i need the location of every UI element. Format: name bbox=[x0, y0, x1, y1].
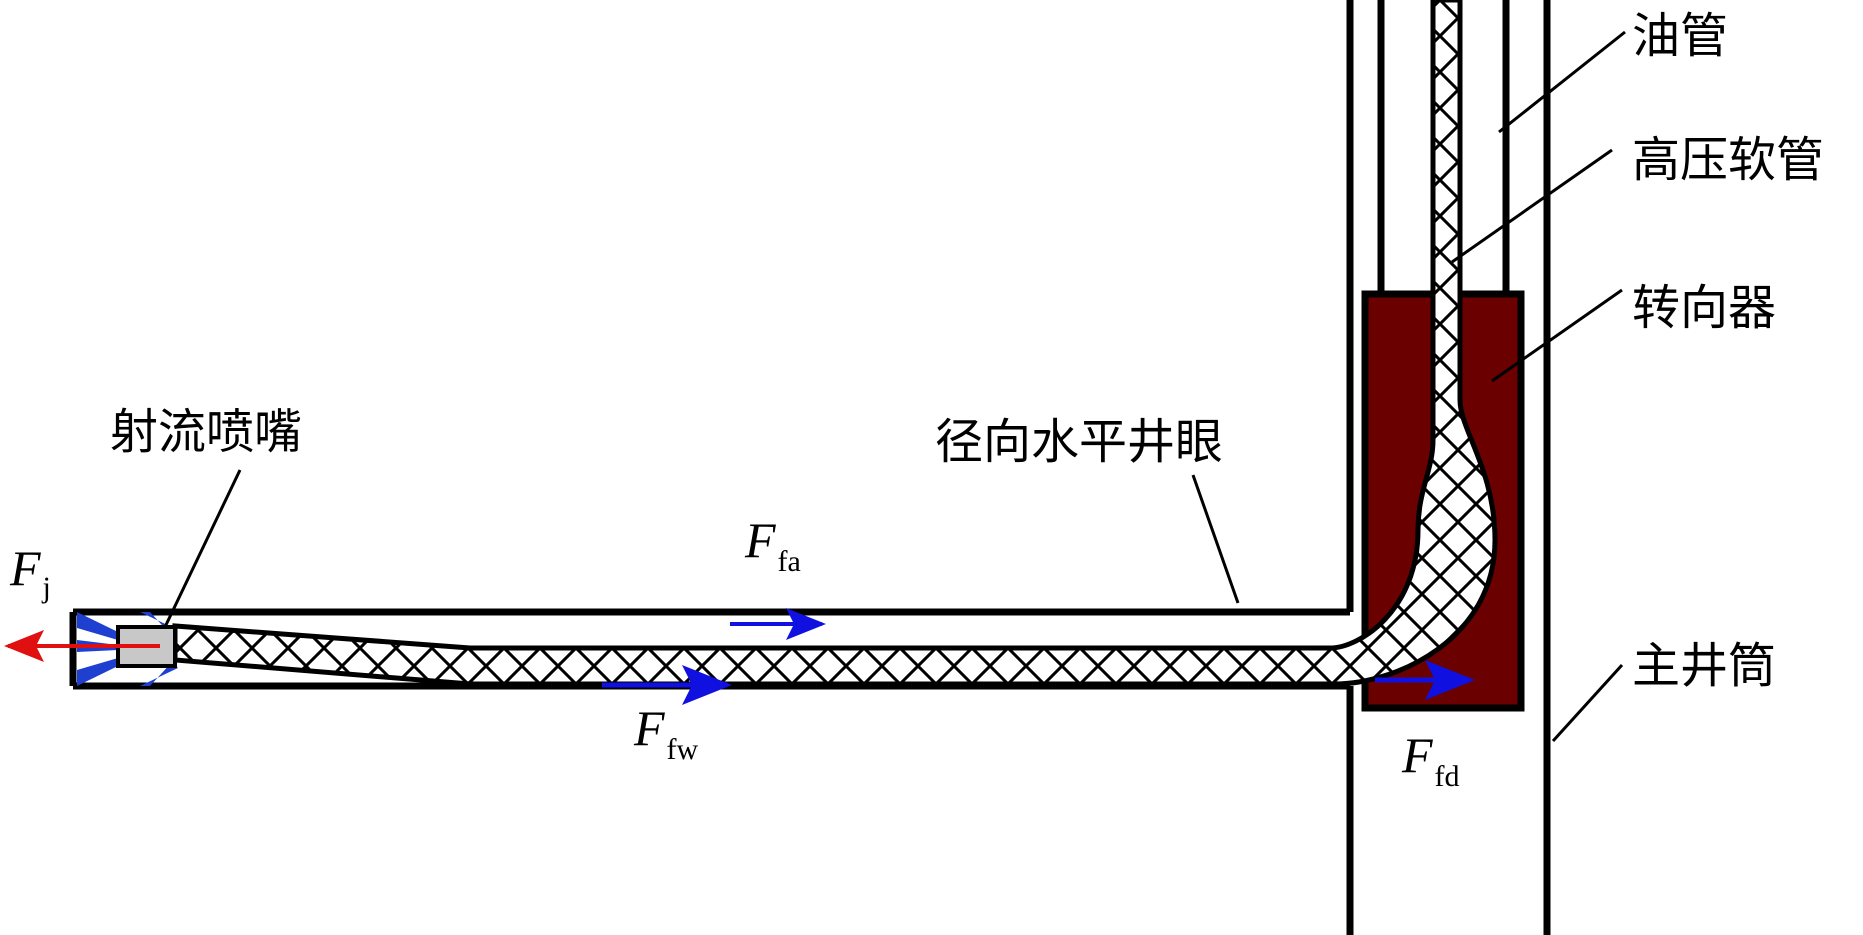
annulus-friction-label: Ffa bbox=[744, 512, 801, 578]
tubing-label: 油管 bbox=[1632, 8, 1728, 64]
wall-friction-label: Ffw bbox=[633, 700, 699, 766]
deflector-label: 转向器 bbox=[1632, 280, 1776, 336]
main-wellbore-leader bbox=[1551, 663, 1624, 743]
deflector-friction-label: Ffd bbox=[1401, 727, 1460, 793]
radial-hole-leader bbox=[1191, 474, 1240, 604]
radial-hole-label: 径向水平井眼 bbox=[935, 414, 1223, 470]
deflector-leader bbox=[1491, 288, 1623, 383]
leader-lines bbox=[163, 30, 1626, 743]
nozzle-leader bbox=[163, 469, 242, 628]
hose-label: 高压软管 bbox=[1632, 132, 1824, 188]
jet-force-label: Fj bbox=[9, 540, 51, 604]
high-pressure-hose bbox=[172, 0, 1498, 687]
main-wellbore-label: 主井筒 bbox=[1632, 638, 1776, 694]
tubing-leader bbox=[1498, 30, 1626, 134]
main-wellbore bbox=[1346, 0, 1551, 935]
tubing bbox=[1377, 0, 1510, 296]
nozzle-label: 射流喷嘴 bbox=[110, 404, 302, 460]
hose-leader bbox=[1451, 148, 1613, 264]
